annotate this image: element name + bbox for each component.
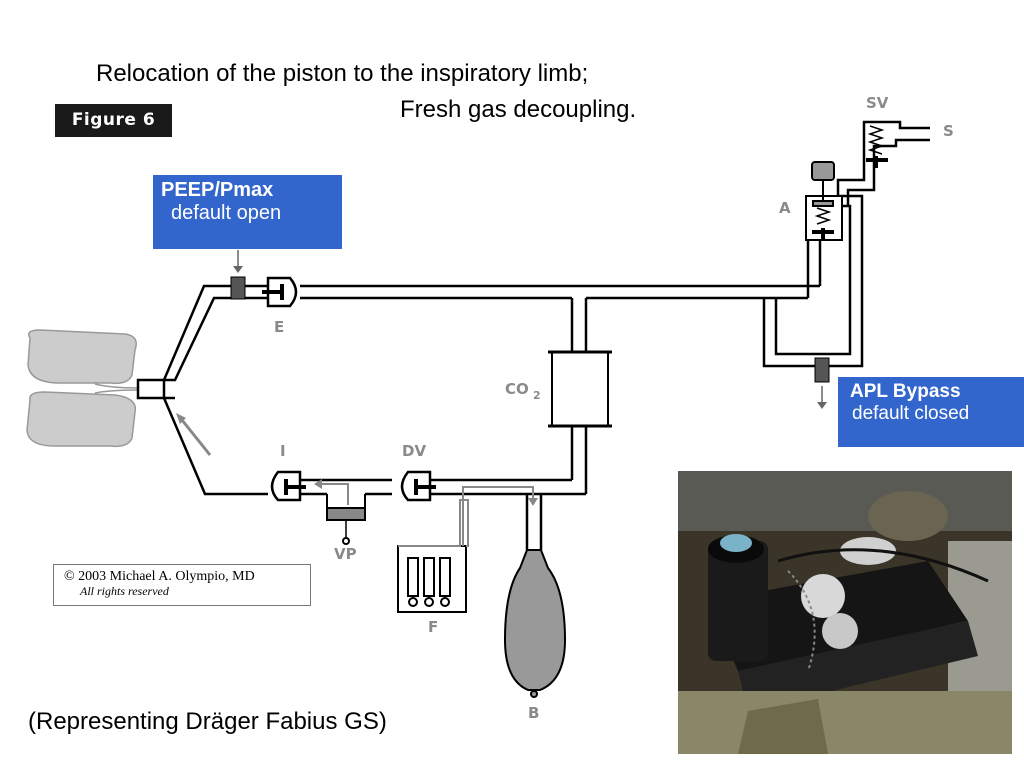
inspiratory-valve	[270, 470, 306, 502]
anesthesia-machine-photo	[678, 471, 1012, 754]
peep-callout: PEEP/Pmax default open	[153, 175, 342, 249]
label-b: B	[528, 704, 539, 722]
peep-callout-subtitle: default open	[171, 202, 282, 224]
label-f: F	[428, 618, 438, 636]
label-a: A	[779, 199, 791, 217]
apl-callout-title: APL Bypass	[850, 381, 961, 402]
apl-callout: APL Bypass default closed	[838, 377, 1024, 447]
decoupling-valve	[400, 470, 436, 502]
peep-valve-block	[230, 276, 246, 300]
fresh-gas-flowmeters	[397, 486, 538, 613]
label-vp: VP	[334, 545, 357, 563]
apl-valve	[805, 161, 843, 241]
reservoir-bag	[503, 549, 567, 698]
lungs-icon	[26, 329, 141, 448]
label-i: I	[280, 442, 286, 460]
label-co2-sub: 2	[533, 389, 541, 402]
figure-badge: Figure 6	[55, 104, 172, 137]
label-sv: SV	[866, 94, 889, 112]
co2-absorber	[548, 350, 612, 428]
apl-callout-subtitle: default closed	[852, 403, 970, 424]
apl-bypass-block	[814, 357, 830, 383]
flow-arrow-icon	[180, 419, 212, 456]
label-e: E	[274, 318, 284, 336]
copyright-box: © 2003 Michael A. Olympio, MD All rights…	[53, 564, 311, 606]
label-s: S	[943, 122, 954, 140]
scavenger-valve	[866, 125, 888, 168]
copyright-line: © 2003 Michael A. Olympio, MD	[64, 569, 255, 584]
title-line-2: Fresh gas decoupling.	[400, 96, 637, 123]
label-dv: DV	[402, 442, 426, 460]
title-line-1: Relocation of the piston to the inspirat…	[96, 60, 589, 87]
caption: (Representing Dräger Fabius GS)	[28, 708, 387, 735]
expiratory-valve	[262, 276, 298, 308]
ventilator-piston	[314, 479, 366, 545]
peep-callout-title: PEEP/Pmax	[161, 179, 274, 201]
label-co2: CO	[505, 380, 529, 398]
rights-line: All rights reserved	[80, 584, 169, 598]
